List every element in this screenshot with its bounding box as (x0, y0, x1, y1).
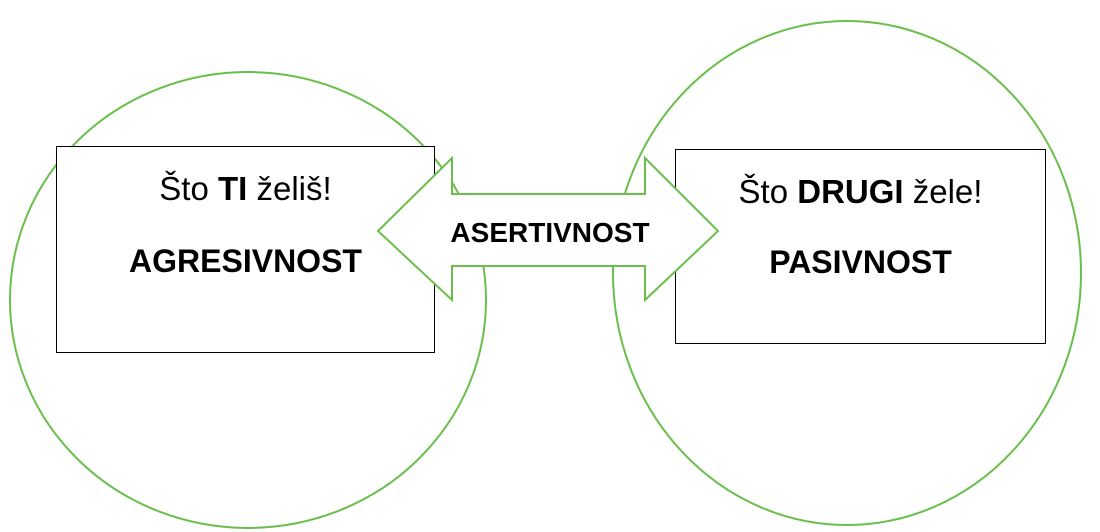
right-question-suffix: žele! (903, 173, 983, 210)
left-circle (9, 71, 487, 529)
left-question-suffix: želiš! (247, 170, 332, 207)
right-circle (612, 20, 1082, 526)
right-question-emphasis: DRUGI (797, 173, 904, 210)
left-question-prefix: Što (159, 170, 218, 207)
left-concept: AGRESIVNOST (129, 243, 362, 279)
right-box: Što DRUGI žele! PASIVNOST (675, 149, 1046, 344)
double-arrow-shape (376, 155, 720, 303)
arrow-label: ASERTIVNOST (450, 217, 650, 248)
left-question-emphasis: TI (218, 170, 248, 207)
right-question-prefix: Što (738, 173, 798, 210)
right-concept: PASIVNOST (769, 244, 952, 280)
left-box: Što TI želiš! AGRESIVNOST (56, 146, 435, 353)
right-question: Što DRUGI žele! (676, 172, 1045, 212)
left-question: Što TI želiš! (57, 169, 434, 209)
